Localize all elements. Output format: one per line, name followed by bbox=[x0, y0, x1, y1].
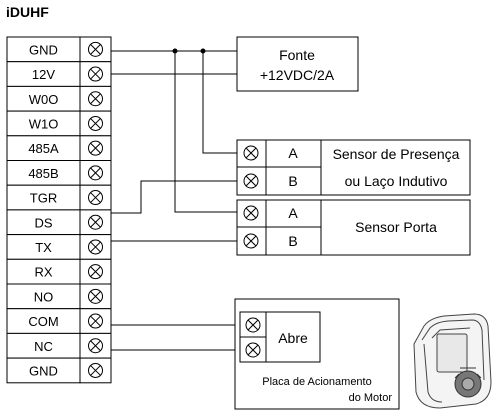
terminal-row: W0O bbox=[6, 85, 112, 112]
terminal-block: GND 12V W0O W1O 485A 485B TGR DS TX RX NO COM NC GND bbox=[6, 36, 112, 384]
terminal-screw-cell bbox=[79, 184, 112, 211]
terminal-label: NC bbox=[34, 339, 53, 354]
terminal-screw-icon bbox=[88, 313, 103, 329]
terminal-screw-icon bbox=[88, 264, 103, 280]
wire-junctions bbox=[172, 48, 206, 54]
terminal-row: 485B bbox=[6, 160, 112, 186]
presence-label-2: ou Laço Indutivo bbox=[345, 173, 448, 189]
terminal-screw-icon bbox=[243, 145, 259, 161]
terminal-screw-icon bbox=[245, 317, 261, 333]
wire-gnd-branch bbox=[174, 51, 237, 213]
terminal-row: DS bbox=[6, 209, 112, 236]
terminal-label: NO bbox=[34, 289, 54, 304]
terminal-row: 485A bbox=[6, 135, 112, 162]
open-button-label: Abre bbox=[278, 330, 308, 346]
terminal-screw-icon bbox=[243, 173, 259, 189]
terminal-label: 485A bbox=[28, 141, 59, 156]
terminal-label-cell bbox=[6, 308, 81, 334]
terminal-label-cell bbox=[6, 135, 81, 162]
terminal-label: COM bbox=[28, 314, 58, 329]
power-label-2: +12VDC/2A bbox=[260, 67, 335, 83]
terminal-screw-icon bbox=[245, 342, 261, 358]
terminal-row: TX bbox=[6, 234, 112, 260]
gate-motor-icon bbox=[413, 313, 492, 409]
terminal-label: W1O bbox=[29, 116, 59, 131]
terminal-label-cell bbox=[6, 234, 81, 260]
terminal-label-cell bbox=[6, 85, 81, 112]
terminal-label: 485B bbox=[28, 166, 58, 181]
terminal-label: GND bbox=[29, 42, 58, 57]
wire-12v-branch bbox=[202, 51, 237, 154]
terminal-screw-icon bbox=[88, 288, 103, 304]
terminal-label: TX bbox=[35, 240, 52, 255]
terminal-screw-cell bbox=[79, 332, 112, 359]
junction-dot bbox=[200, 48, 206, 54]
junction-dot bbox=[172, 48, 178, 54]
presence-pin-b: B bbox=[288, 173, 297, 189]
device-name: iDUHF bbox=[6, 4, 49, 20]
terminal-screw-icon bbox=[88, 338, 103, 354]
presence-label-1: Sensor de Presença bbox=[333, 146, 460, 162]
wire-tgr bbox=[111, 180, 237, 214]
door-sensor: A B Sensor Porta bbox=[236, 199, 471, 256]
motor-board: Abre Placa de Acionamento do Motor bbox=[234, 298, 400, 410]
presence-pin-a: A bbox=[288, 145, 298, 161]
terminal-label: DS bbox=[34, 215, 52, 230]
terminal-screw-icon bbox=[88, 165, 103, 181]
terminal-row: GND bbox=[6, 357, 112, 384]
motor-board-label-1: Placa de Acionamento bbox=[262, 376, 371, 388]
door-sensor-label: Sensor Porta bbox=[355, 219, 437, 235]
terminal-row: RX bbox=[6, 258, 112, 285]
terminal-row: COM bbox=[6, 308, 112, 334]
terminal-screw-icon bbox=[88, 140, 103, 156]
terminal-screw-icon bbox=[88, 190, 103, 206]
terminal-screw-icon bbox=[88, 41, 103, 57]
terminal-row: NC bbox=[6, 332, 112, 359]
presence-sensor: A B Sensor de Presença ou Laço Indutivo bbox=[236, 139, 471, 196]
terminal-screw-cell bbox=[79, 160, 112, 186]
terminal-label-cell bbox=[6, 184, 81, 211]
terminal-label: GND bbox=[29, 363, 58, 378]
wires bbox=[111, 50, 237, 351]
terminal-label: 12V bbox=[32, 67, 55, 82]
terminal-row: NO bbox=[6, 283, 112, 310]
terminal-screw-icon bbox=[243, 205, 259, 221]
door-pin-a: A bbox=[288, 205, 298, 221]
door-pin-b: B bbox=[288, 233, 297, 249]
terminal-screw-cell bbox=[79, 357, 112, 384]
terminal-screw-icon bbox=[88, 239, 103, 255]
terminal-screw-icon bbox=[88, 66, 103, 82]
terminal-label: TGR bbox=[30, 191, 57, 206]
power-supply: Fonte +12VDC/2A bbox=[236, 36, 359, 92]
terminal-row: W1O bbox=[6, 110, 112, 137]
terminal-screw-icon bbox=[88, 214, 103, 230]
terminal-row: TGR bbox=[6, 184, 112, 211]
motor-board-label-2: do Motor bbox=[349, 392, 393, 404]
terminal-label: W0O bbox=[29, 92, 59, 107]
terminal-screw-icon bbox=[88, 362, 103, 378]
terminal-label-cell bbox=[6, 357, 81, 384]
terminal-label: RX bbox=[34, 265, 52, 280]
terminal-screw-icon bbox=[243, 233, 259, 249]
power-label-1: Fonte bbox=[279, 47, 315, 63]
terminal-screw-icon bbox=[88, 115, 103, 131]
terminal-row: 12V bbox=[6, 61, 112, 87]
terminal-screw-icon bbox=[88, 91, 103, 107]
terminal-row: GND bbox=[6, 36, 112, 63]
